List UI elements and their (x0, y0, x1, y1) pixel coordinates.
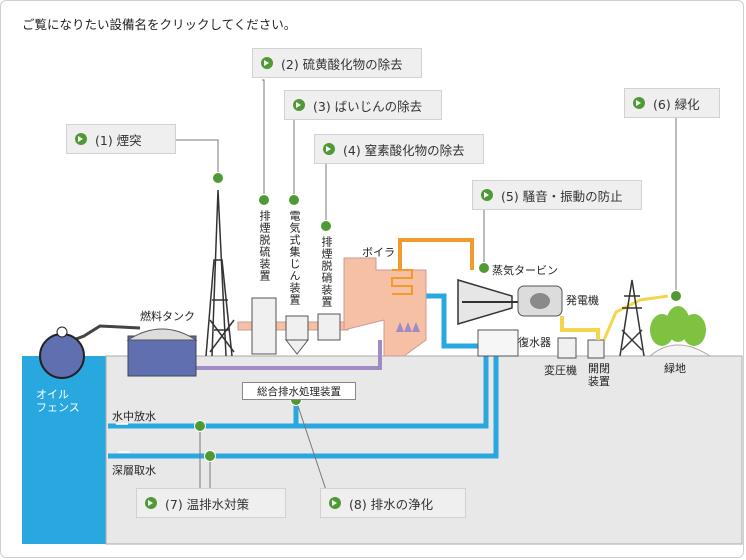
green-area-label: 緑地 (664, 362, 686, 375)
arrow-circle-icon (293, 99, 305, 111)
flow-arrows (116, 423, 130, 453)
transformer-label: 変圧機 (544, 364, 577, 377)
greening-button-label: (6) 緑化 (653, 96, 700, 112)
switchgear-label: 開閉 装置 (588, 362, 610, 388)
generator-label: 発電機 (566, 294, 599, 307)
green-area-mound (648, 344, 712, 357)
nitrogen-button-label: (4) 窒素酸化物の除去 (343, 142, 465, 158)
boiler-burners (396, 322, 420, 332)
page-title: ご覧になりたい設備名をクリックしてください。 (22, 17, 297, 32)
arrow-circle-icon (323, 143, 335, 155)
dust-button-label: (3) ばいじんの除去 (313, 98, 423, 114)
precipitator-unit (285, 315, 309, 341)
discharge-label: 水中放水 (112, 410, 156, 423)
wastewater-label: 総合排水処理装置 (242, 382, 356, 400)
drainage-button[interactable]: (8) 排水の浄化 (320, 488, 466, 518)
steam-coil (391, 269, 413, 295)
oil-tanker-cap (56, 326, 68, 338)
oil-fence-label: オイル フェンス (36, 388, 80, 414)
warm-water-button-label: (7) 温排水対策 (165, 496, 250, 512)
callout-lines (176, 79, 677, 497)
arrow-circle-icon (145, 497, 157, 509)
greening-button[interactable]: (6) 緑化 (624, 88, 720, 118)
sulfur-button-label: (2) 硫黄酸化物の除去 (281, 56, 403, 72)
switchgear (587, 339, 605, 359)
arrow-circle-icon (481, 189, 493, 201)
arrow-circle-icon (329, 497, 341, 509)
chimney-button[interactable]: (1) 煙突 (66, 124, 176, 154)
precipitator-hopper (284, 339, 310, 355)
boiler (343, 257, 427, 357)
chimney-button-label: (1) 煙突 (95, 132, 142, 148)
arrow-circle-icon (633, 97, 645, 109)
warm-water-button[interactable]: (7) 温排水対策 (136, 488, 286, 518)
chimney (205, 189, 235, 357)
fuel-tank-top (126, 328, 198, 341)
dust-button[interactable]: (3) ばいじんの除去 (284, 90, 442, 120)
arrow-circle-icon (75, 133, 87, 145)
water-pipes (108, 293, 499, 459)
boiler-label: ボイラ (362, 246, 395, 259)
fuel-tank (127, 335, 197, 377)
denitrification-label: 排煙脱硝装置 (320, 236, 333, 308)
oil-tanker (39, 333, 85, 379)
exhaust-gas-duct (196, 340, 382, 370)
precipitator-label: 電気式集じん装置 (288, 210, 301, 306)
steam-turbine-label: 蒸気タービン (492, 264, 558, 277)
drainage-button-label: (8) 排水の浄化 (349, 496, 434, 512)
noise-button-label: (5) 騒音・振動の防止 (501, 188, 623, 204)
desulfurization-unit (251, 297, 277, 355)
power-line (560, 316, 600, 340)
trees (650, 306, 706, 346)
intake-label: 深層取水 (112, 464, 156, 477)
transformer (557, 337, 577, 359)
hotspot-dots (194, 172, 682, 462)
generator-core (530, 293, 550, 309)
condenser-label: 復水器 (518, 336, 551, 349)
condenser (477, 329, 519, 357)
noise-button[interactable]: (5) 騒音・振動の防止 (472, 180, 642, 210)
desulfurization-label: 排煙脱硫装置 (258, 210, 271, 282)
fuel-tank-label: 燃料タンク (140, 310, 195, 323)
sea (22, 356, 108, 544)
pylon (619, 279, 645, 357)
sulfur-button[interactable]: (2) 硫黄酸化物の除去 (252, 48, 422, 78)
denitrification-unit (317, 313, 341, 341)
arrow-circle-icon (261, 57, 273, 69)
nitrogen-button[interactable]: (4) 窒素酸化物の除去 (314, 134, 484, 164)
steam-pipe (398, 238, 474, 270)
